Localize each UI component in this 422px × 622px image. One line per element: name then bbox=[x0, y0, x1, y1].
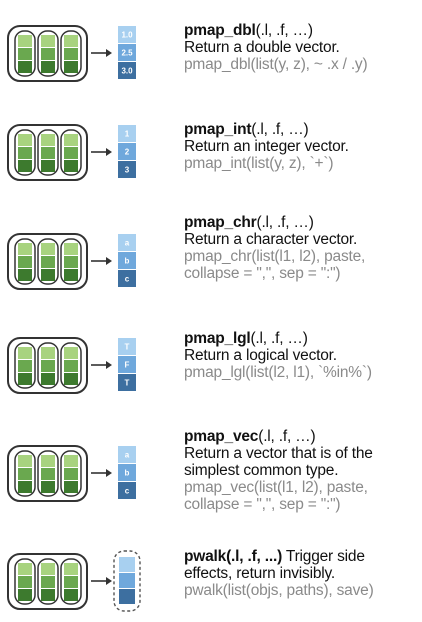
output-cell-1 bbox=[118, 234, 136, 251]
arrow-right-icon bbox=[91, 469, 112, 477]
function-args: (.l, .f, …) bbox=[256, 214, 314, 231]
output-vector: a b c bbox=[118, 234, 136, 287]
svg-text:2.5: 2.5 bbox=[121, 49, 133, 58]
entry-pwalk: pwalk(.l, .f, ...) Trigger side effects,… bbox=[0, 548, 422, 620]
output-vector: a b c bbox=[118, 446, 136, 499]
output-cell-2 bbox=[118, 143, 136, 160]
output-cell-1 bbox=[118, 26, 136, 43]
output-cell-2 bbox=[118, 252, 136, 269]
svg-text:1: 1 bbox=[125, 130, 130, 139]
output-cell-1 bbox=[118, 338, 136, 355]
entry-text: pmap_dbl(.l, .f, …) Return a double vect… bbox=[184, 22, 420, 73]
output-cell-1 bbox=[118, 125, 136, 142]
list-of-vectors-icon bbox=[7, 445, 88, 502]
entry-pmap-lgl: T F T pmap_lgl(.l, .f, …) Return a logic… bbox=[0, 330, 422, 402]
svg-text:3.0: 3.0 bbox=[121, 67, 133, 76]
pmap-input-output-icon bbox=[7, 550, 141, 612]
output-cell-3 bbox=[119, 589, 135, 604]
svg-text:b: b bbox=[125, 257, 130, 266]
svg-text:c: c bbox=[125, 487, 130, 496]
function-args: (.l, .f, …) bbox=[251, 121, 309, 138]
pmap-input-output-icon: T F T bbox=[7, 337, 136, 394]
function-args: (.l, .f, …) bbox=[250, 330, 308, 347]
list-of-vectors-icon bbox=[7, 25, 88, 82]
function-example: pmap_int(list(y, z), `+`) bbox=[184, 155, 334, 172]
function-description-line-1: Return a vector that is of the bbox=[184, 445, 373, 462]
svg-text:F: F bbox=[125, 361, 130, 370]
output-cell-3 bbox=[118, 374, 136, 391]
output-cell-2 bbox=[118, 44, 136, 61]
output-cell-3 bbox=[118, 270, 136, 287]
pmap-input-output-icon: 1.0 2.5 3.0 bbox=[7, 25, 136, 82]
function-name: pmap_vec bbox=[184, 428, 259, 445]
svg-text:a: a bbox=[125, 451, 130, 460]
arrow-right-icon bbox=[91, 361, 112, 369]
entry-text: pmap_chr(.l, .f, …) Return a character v… bbox=[184, 214, 420, 282]
list-of-vectors-icon bbox=[7, 233, 88, 290]
svg-text:2: 2 bbox=[125, 148, 130, 157]
arrow-right-icon bbox=[91, 257, 112, 265]
entry-pmap-dbl: 1.0 2.5 3.0 pmap_dbl(.l, .f, …) Return a… bbox=[0, 22, 422, 94]
entry-pmap-vec: a b c pmap_vec(.l, .f, …) Return a vecto… bbox=[0, 428, 422, 528]
list-of-vectors-icon bbox=[7, 553, 88, 610]
pmap-input-output-icon: 1 2 3 bbox=[7, 124, 136, 181]
entry-pmap-int: 1 2 3 pmap_int(.l, .f, …) Return an inte… bbox=[0, 121, 422, 193]
svg-text:1.0: 1.0 bbox=[121, 31, 133, 40]
function-name: pwalk( bbox=[184, 548, 232, 565]
svg-text:T: T bbox=[125, 379, 130, 388]
arrow-right-icon bbox=[91, 577, 112, 585]
dashed-outline bbox=[113, 550, 141, 612]
svg-text:a: a bbox=[125, 239, 130, 248]
function-description-line-2: simplest common type. bbox=[184, 462, 339, 479]
svg-text:T: T bbox=[125, 343, 130, 352]
function-args: (.l, .f, …) bbox=[255, 22, 313, 39]
function-example: pmap_dbl(list(y, z), ~ .x / .y) bbox=[184, 56, 368, 73]
function-description: Return a double vector. bbox=[184, 39, 340, 56]
output-cell-3 bbox=[118, 62, 136, 79]
output-cell-2 bbox=[119, 573, 135, 588]
function-description: Return a logical vector. bbox=[184, 347, 337, 364]
function-description: effects, return invisibly. bbox=[184, 565, 336, 582]
svg-text:3: 3 bbox=[125, 166, 130, 175]
entry-pmap-chr: a b c pmap_chr(.l, .f, …) Return a chara… bbox=[0, 214, 422, 304]
arrow-right-icon bbox=[91, 49, 112, 57]
invisible-output-vector bbox=[113, 550, 141, 612]
svg-text:b: b bbox=[125, 469, 130, 478]
output-cell-2 bbox=[118, 356, 136, 373]
pmap-input-output-icon: a b c bbox=[7, 445, 136, 502]
function-name: pmap_chr bbox=[184, 214, 257, 231]
function-description: Return an integer vector. bbox=[184, 138, 349, 155]
function-example: pwalk(list(objs, paths), save) bbox=[184, 582, 374, 599]
svg-text:c: c bbox=[125, 275, 130, 284]
function-name: pmap_int bbox=[184, 121, 252, 138]
entry-text: pmap_int(.l, .f, …) Return an integer ve… bbox=[184, 121, 420, 172]
function-example-line-1: pmap_chr(list(l1, l2), paste, bbox=[184, 248, 366, 265]
function-description: Return a character vector. bbox=[184, 231, 358, 248]
function-example-line-2: collapse = ",", sep = ":") bbox=[184, 496, 341, 513]
arrow-right-icon bbox=[91, 148, 112, 156]
function-description-inline: Trigger side bbox=[282, 548, 365, 565]
function-name: pmap_dbl bbox=[184, 22, 256, 39]
function-example-line-1: pmap_vec(list(l1, l2), paste, bbox=[184, 479, 368, 496]
list-of-vectors-icon bbox=[7, 124, 88, 181]
list-of-vectors-icon bbox=[7, 337, 88, 394]
function-example: pmap_lgl(list(l2, l1), `%in%`) bbox=[184, 364, 372, 381]
function-args: (.l, .f, …) bbox=[258, 428, 316, 445]
function-example-line-2: collapse = ",", sep = ":") bbox=[184, 265, 341, 282]
output-cell-3 bbox=[118, 161, 136, 178]
output-vector: 1 2 3 bbox=[118, 125, 136, 178]
function-args: .l, .f, ...) bbox=[231, 548, 283, 565]
output-cell-2 bbox=[118, 464, 136, 481]
entry-text: pmap_vec(.l, .f, …) Return a vector that… bbox=[184, 428, 420, 513]
output-vector: T F T bbox=[118, 338, 136, 391]
output-cell-1 bbox=[119, 557, 135, 572]
output-vector: 1.0 2.5 3.0 bbox=[118, 26, 136, 79]
entry-text: pwalk(.l, .f, ...) Trigger side effects,… bbox=[184, 548, 420, 599]
output-cell-3 bbox=[118, 482, 136, 499]
entry-text: pmap_lgl(.l, .f, …) Return a logical vec… bbox=[184, 330, 420, 381]
pmap-input-output-icon: a b c bbox=[7, 233, 136, 290]
output-cell-1 bbox=[118, 446, 136, 463]
function-name: pmap_lgl bbox=[184, 330, 251, 347]
